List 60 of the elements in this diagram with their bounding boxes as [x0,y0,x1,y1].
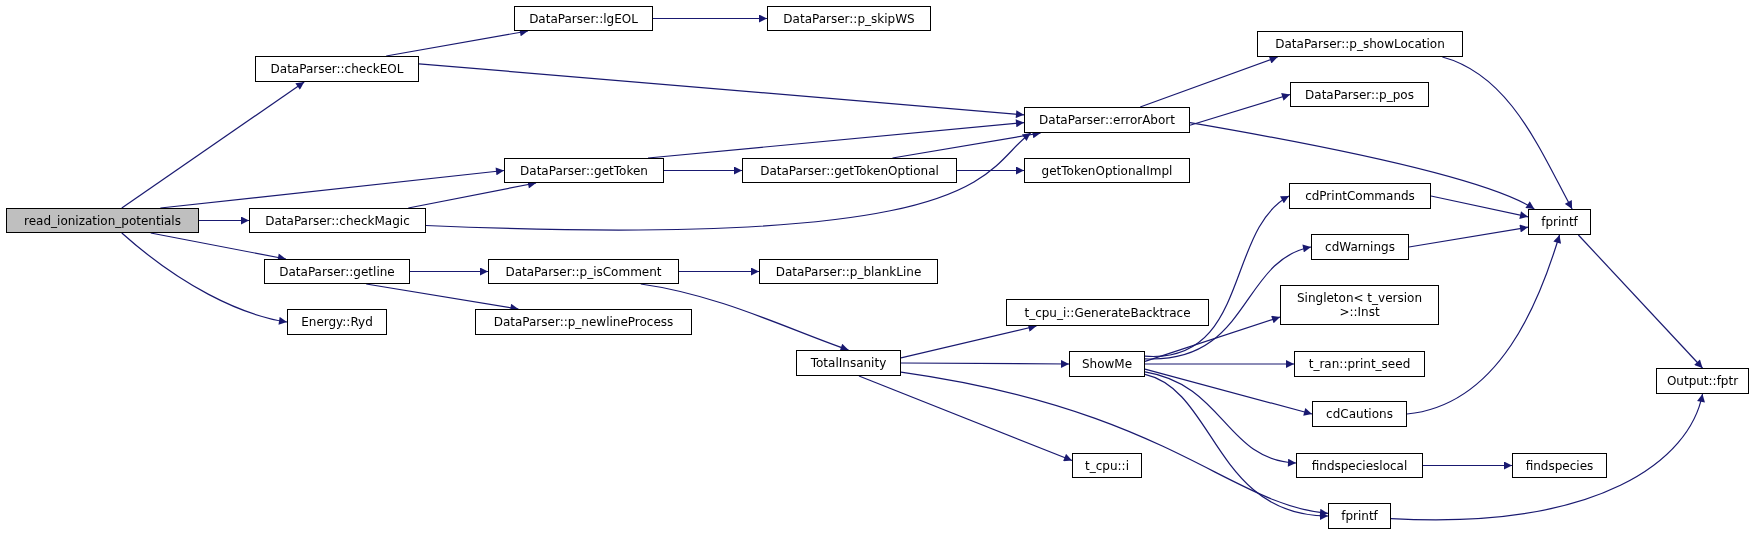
call-arrow [1144,195,1290,357]
function-box: DataParser::p_showLocation [1257,31,1463,57]
function-box: DataParser::errorAbort [1024,107,1190,133]
call-arrow [1408,224,1529,248]
function-box: findspecies [1512,453,1607,478]
function-box: TotalInsanity [796,350,901,376]
function-box: getTokenOptionalImpl [1024,158,1190,183]
call-arrow [1430,195,1529,220]
call-arrow [198,216,250,225]
call-arrow [1144,373,1329,520]
call-arrow [1390,393,1705,521]
call-arrow [956,166,1025,175]
call-arrow [1144,245,1312,360]
call-arrow [1189,122,1535,210]
function-box: DataParser::p_newlineProcess [475,309,692,335]
function-box: cdPrintCommands [1289,183,1431,209]
function-box: Output::fptr [1656,368,1749,394]
function-box: Energy::Ryd [287,309,387,335]
call-arrow [900,359,1070,368]
function-box: t_cpu_i::GenerateBacktrace [1006,299,1209,326]
call-arrow [1577,234,1704,369]
call-arrow [1422,461,1513,470]
function-box: DataParser::p_isComment [488,259,679,284]
function-box: t_cpu::i [1072,453,1142,478]
call-arrow [1406,234,1561,415]
call-arrow [900,371,1329,517]
call-arrow [1189,93,1291,126]
function-box: fprintf [1528,209,1591,235]
function-box: findspecieslocal [1296,453,1423,478]
function-box: ShowMe [1069,351,1145,377]
call-arrow [858,375,1073,462]
function-box: cdCautions [1312,401,1407,427]
call-arrow [418,63,1025,119]
call-arrow [663,166,743,175]
call-arrow [425,132,1032,231]
call-arrow [1441,56,1573,210]
function-box: DataParser::lgEOL [514,6,653,31]
function-box: Singleton< t_version >::Inst [1280,285,1439,325]
call-arrow [121,81,305,209]
function-box: DataParser::getToken [504,158,664,183]
function-box: DataParser::getline [264,259,410,284]
function-box: fprintf [1328,503,1391,529]
function-box: cdWarnings [1311,234,1409,260]
call-arrow [652,14,768,23]
function-box: DataParser::p_skipWS [767,6,931,31]
function-box: DataParser::checkMagic [249,208,426,233]
function-box: DataParser::getTokenOptional [742,158,957,183]
call-arrow [1139,56,1279,108]
function-box: DataParser::p_blankLine [759,259,938,284]
function-box: read_ionization_potentials [6,208,199,233]
call-arrow [1144,371,1297,466]
call-arrow [1144,360,1295,368]
call-arrow [1144,368,1313,416]
call-arrow [409,267,489,276]
function-box: DataParser::p_pos [1290,82,1429,107]
call-arrow [1144,315,1281,362]
function-box: t_ran::print_seed [1294,351,1425,377]
function-box: DataParser::checkEOL [255,56,419,82]
call-arrow [121,232,288,325]
call-arrow [678,267,760,276]
